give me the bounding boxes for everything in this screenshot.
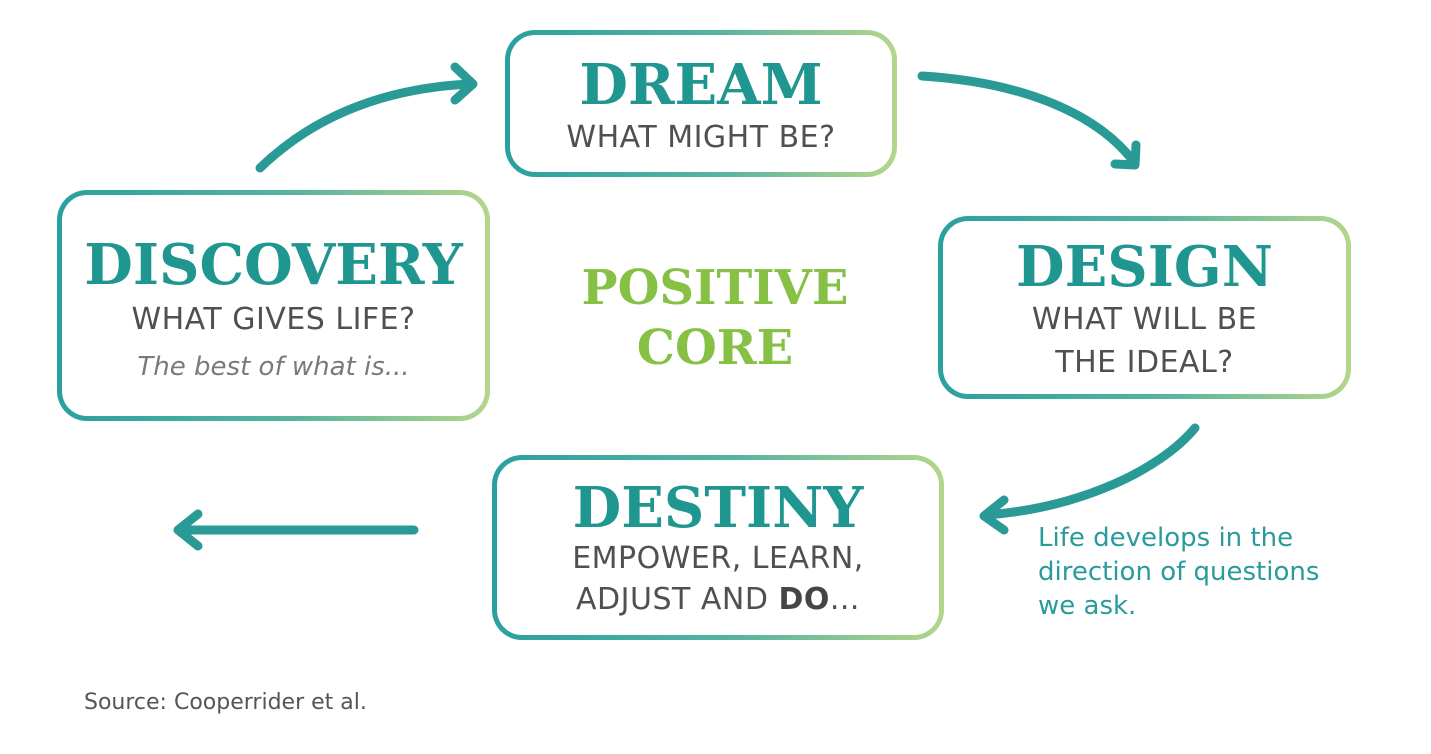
side-note: Life develops in the direction of questi… — [1038, 522, 1398, 623]
source-note: Source: Cooperrider et al. — [84, 690, 367, 715]
destiny-question-line-1: EMPOWER, LEARN, — [572, 541, 864, 576]
dream-stage-box: DREAM WHAT MIGHT BE? — [505, 30, 897, 177]
discovery-question: WHAT GIVES LIFE? — [131, 302, 416, 337]
destiny-stage-box: DESTINY EMPOWER, LEARN, ADJUST AND DO... — [492, 455, 944, 640]
destiny-title: DESTINY — [572, 475, 864, 541]
side-note-line-3: we ask. — [1038, 590, 1137, 621]
design-stage-box: DESIGN WHAT WILL BE THE IDEAL? — [938, 216, 1351, 399]
destiny-question-line-2: ADJUST AND DO... — [497, 581, 939, 618]
design-question-line-2: THE IDEAL? — [1055, 344, 1234, 380]
positive-core-line-2: CORE — [636, 320, 794, 376]
destiny-question-prefix: ADJUST AND — [576, 581, 779, 617]
positive-core-line-1: POSITIVE — [581, 260, 849, 316]
side-note-line-2: direction of questions — [1038, 556, 1320, 587]
design-title: DESIGN — [1016, 234, 1273, 300]
discovery-note: The best of what is... — [137, 351, 410, 382]
side-note-line-1: Life develops in the — [1038, 523, 1294, 553]
destiny-question-emphasis: DO — [778, 581, 830, 617]
discovery-stage-box: DISCOVERY WHAT GIVES LIFE? The best of w… — [57, 190, 490, 421]
arrow-discovery-to-dream — [255, 62, 478, 173]
dream-question: WHAT MIGHT BE? — [566, 120, 836, 155]
design-question-line-1: WHAT WILL BE — [1031, 302, 1258, 337]
positive-core-label: POSITIVE CORE — [560, 258, 870, 378]
arrow-design-to-destiny — [979, 423, 1200, 535]
destiny-question-suffix: ... — [829, 581, 860, 617]
arrow-dream-to-design — [917, 71, 1141, 170]
discovery-title: DISCOVERY — [84, 232, 463, 298]
arrow-destiny-to-discovery — [173, 509, 419, 551]
dream-title: DREAM — [579, 52, 823, 118]
